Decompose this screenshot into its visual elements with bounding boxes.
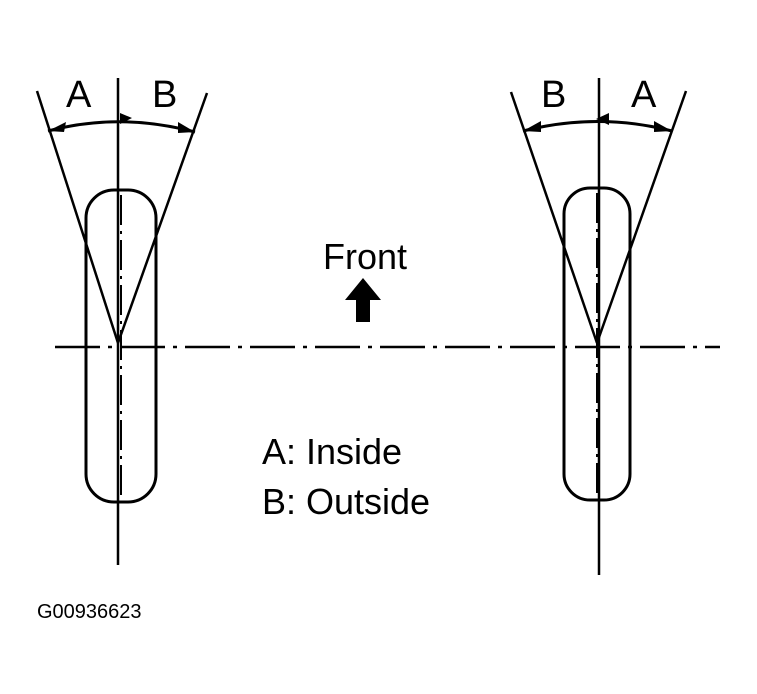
right-arc-arrowhead-b — [523, 121, 541, 132]
left-angle-line-b — [116, 92, 209, 344]
right-tire — [562, 186, 632, 502]
front-arrow-icon — [345, 278, 381, 322]
left-wheel-assembly: A B — [35, 74, 209, 565]
left-arc-arrowhead-a — [48, 122, 66, 132]
figure-id: G00936623 — [37, 601, 142, 623]
right-label-b: B — [541, 74, 566, 116]
right-wheel-assembly: B A — [509, 74, 688, 575]
left-angle-line-a — [35, 90, 120, 344]
right-arc-center-arrow — [596, 113, 609, 125]
left-tire — [84, 188, 158, 504]
left-label-b: B — [152, 74, 177, 116]
right-angle-arc — [522, 120, 673, 133]
right-angle-line-a — [595, 90, 688, 344]
right-arc-arrowhead-a — [654, 121, 672, 132]
front-label: Front — [323, 236, 407, 277]
right-label-a: A — [631, 74, 657, 116]
right-angle-line-b — [509, 91, 599, 344]
left-angle-arc — [47, 120, 196, 134]
legend-outside: B: Outside — [262, 481, 430, 522]
left-arc-center-arrow — [120, 113, 132, 124]
left-arc-arrowhead-b — [178, 122, 195, 133]
left-label-a: A — [66, 74, 92, 116]
legend-inside: A: Inside — [262, 431, 402, 472]
